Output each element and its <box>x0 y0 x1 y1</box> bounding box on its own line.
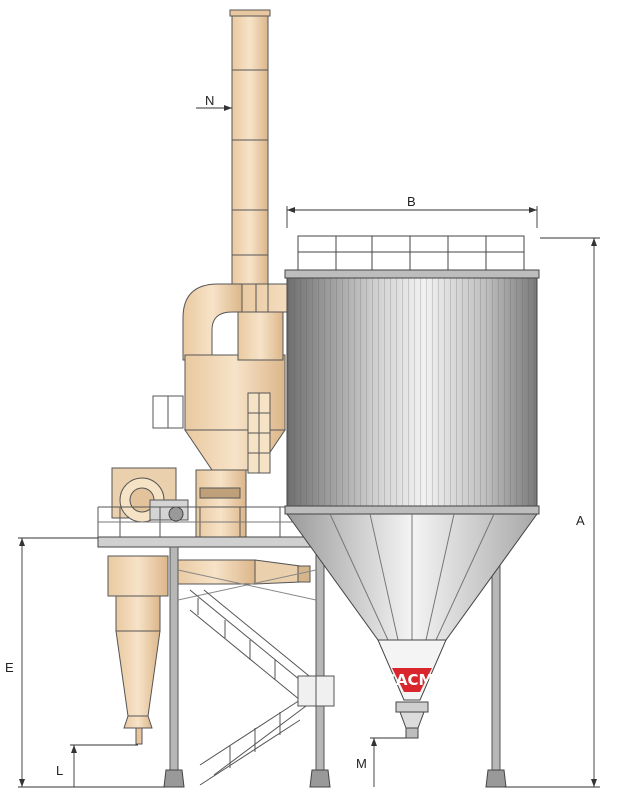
dimension-label-n: N <box>205 93 214 108</box>
staircase <box>189 589 335 786</box>
dimension-arrows <box>19 105 597 787</box>
support-legs <box>163 517 507 788</box>
secondary-cyclone <box>107 555 311 745</box>
dimension-label-b: B <box>407 194 416 209</box>
dimension-label-a: A <box>576 513 585 528</box>
dimension-label-l: L <box>56 763 63 778</box>
platform <box>97 506 325 548</box>
exhaust-stack <box>229 9 271 298</box>
sacmi-logo: SACMI <box>385 671 439 689</box>
drying-chamber: SACMI <box>284 235 540 739</box>
sacmi-logo-badge <box>392 668 432 692</box>
dimension-label-m: M <box>356 756 367 771</box>
dimension-lines <box>18 107 600 788</box>
dimension-label-e: E <box>5 660 14 675</box>
